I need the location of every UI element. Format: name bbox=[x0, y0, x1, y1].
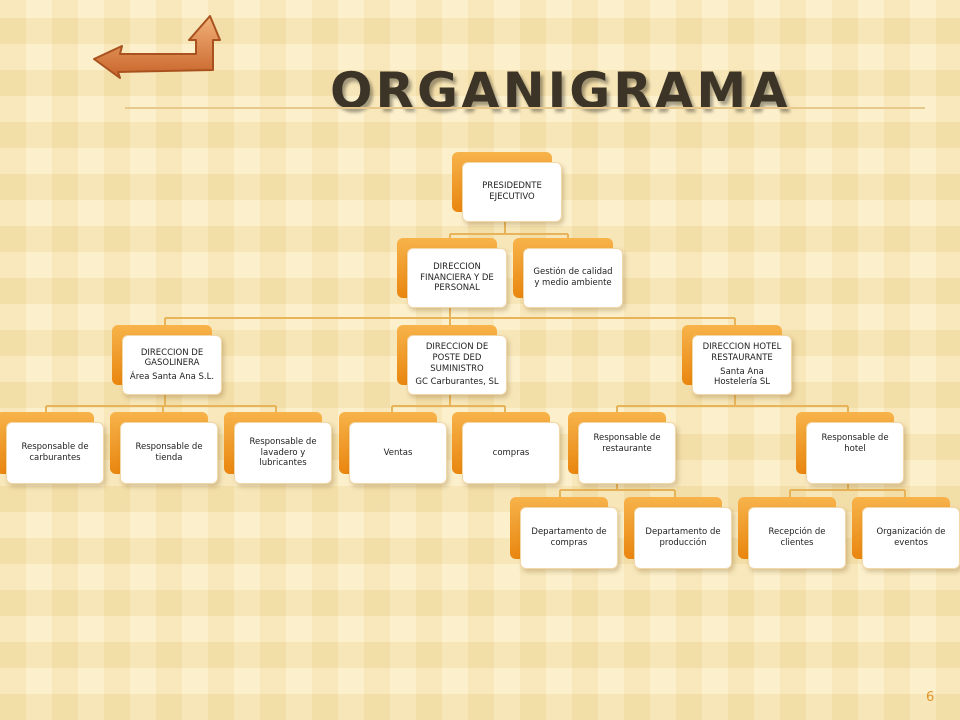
node-carwash: Responsable de lavadero y lubricantes bbox=[224, 412, 332, 484]
node-gas-station-company: Área Santa Ana S.L. bbox=[129, 371, 215, 382]
node-sales-label: Ventas bbox=[383, 447, 413, 458]
node-hotel-label: DIRECCION HOTEL RESTAURANTE bbox=[702, 342, 782, 363]
node-gas-station: DIRECCION DE GASOLINERA Área Santa Ana S… bbox=[112, 325, 222, 395]
node-dept-production: Departamento de producción bbox=[624, 497, 732, 569]
node-events: Organización de eventos bbox=[852, 497, 960, 569]
node-reception: Recepción de clientes bbox=[738, 497, 846, 569]
node-carwash-label: Responsable de lavadero y lubricantes bbox=[249, 437, 317, 469]
node-finance: DIRECCION FINANCIERA Y DE PERSONAL bbox=[397, 238, 507, 308]
node-hotel-company: Santa Ana Hostelería SL bbox=[713, 366, 771, 388]
node-hotel: DIRECCION HOTEL RESTAURANTE Santa Ana Ho… bbox=[682, 325, 792, 395]
node-finance-label: DIRECCION FINANCIERA Y DE PERSONAL bbox=[420, 262, 494, 294]
node-reception-label: Recepción de clientes bbox=[768, 527, 826, 548]
node-dept-purchases: Departamento de compras bbox=[510, 497, 618, 569]
node-hotel-manager-label: Responsable de hotel bbox=[821, 433, 889, 454]
node-restaurant-label: Responsable de restaurante bbox=[593, 433, 661, 454]
node-supply-company: GC Carburantes, SL bbox=[415, 377, 499, 388]
node-president-label: PRESIDEDNTE EJECUTIVO bbox=[482, 181, 542, 202]
node-purchases: compras bbox=[452, 412, 560, 484]
node-restaurant: Responsable de restaurante bbox=[568, 412, 676, 484]
node-shop-label: Responsable de tienda bbox=[135, 442, 203, 463]
node-purchases-label: compras bbox=[492, 447, 530, 458]
title-divider bbox=[125, 107, 925, 109]
node-supply-label: DIRECCION DE POSTE DED SUMINISTRO bbox=[425, 342, 489, 374]
node-fuel: Responsable de carburantes bbox=[0, 412, 104, 484]
back-arrow-icon[interactable] bbox=[92, 14, 222, 84]
node-hotel-manager: Responsable de hotel bbox=[796, 412, 904, 484]
page-number: 6 bbox=[926, 690, 935, 705]
node-events-label: Organización de eventos bbox=[876, 527, 946, 548]
node-shop: Responsable de tienda bbox=[110, 412, 218, 484]
node-quality: Gestión de calidad y medio ambiente bbox=[513, 238, 623, 308]
node-fuel-label: Responsable de carburantes bbox=[21, 442, 89, 463]
node-sales: Ventas bbox=[339, 412, 447, 484]
node-president: PRESIDEDNTE EJECUTIVO bbox=[452, 152, 562, 222]
node-quality-label: Gestión de calidad y medio ambiente bbox=[533, 267, 613, 288]
node-supply: DIRECCION DE POSTE DED SUMINISTRO GC Car… bbox=[397, 325, 507, 395]
page-title: ORGANIGRAMA bbox=[330, 62, 791, 120]
node-dept-production-label: Departamento de producción bbox=[645, 527, 721, 548]
node-gas-station-label: DIRECCION DE GASOLINERA bbox=[140, 347, 204, 369]
node-dept-purchases-label: Departamento de compras bbox=[531, 527, 607, 548]
